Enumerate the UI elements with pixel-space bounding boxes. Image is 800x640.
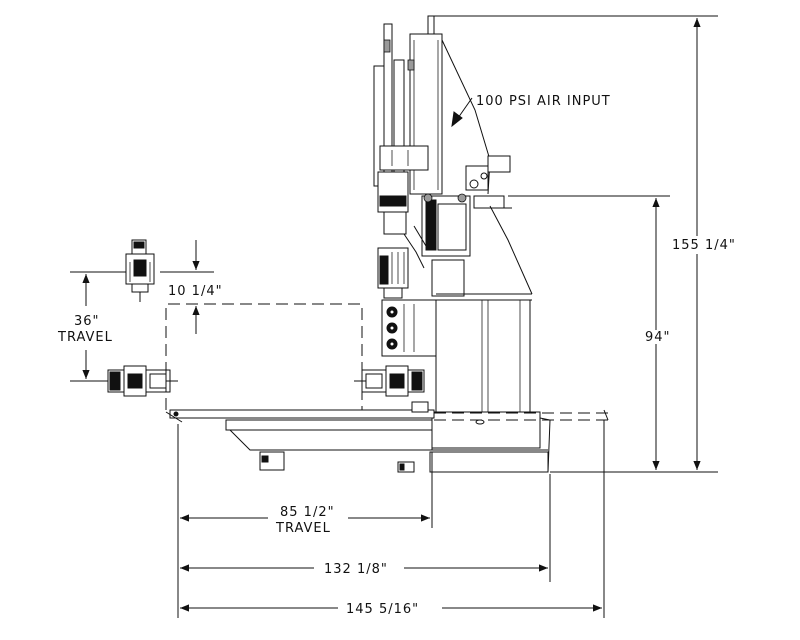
dimension-table-height <box>508 195 670 470</box>
horizontal-travel-word-label: TRAVEL <box>275 521 331 536</box>
machine-bed <box>165 401 610 473</box>
table-height-label: 94" <box>645 330 671 345</box>
overall-height-label: 155 1/4" <box>672 238 736 253</box>
dimension-horizontal-travel <box>177 424 433 618</box>
inner-width-label: 132 1/8" <box>324 562 388 577</box>
vertical-travel-value-label: 36" <box>74 314 100 329</box>
travel-envelope <box>165 303 363 410</box>
head-clearance-label: 10 1/4" <box>168 284 223 299</box>
dimension-overall-width <box>180 420 605 618</box>
head-upper-position <box>125 239 155 302</box>
machine-column <box>373 15 551 473</box>
air-input-label: 100 PSI AIR INPUT <box>476 94 611 109</box>
dimension-vertical-travel <box>70 271 126 382</box>
horizontal-travel-value-label: 85 1/2" <box>280 505 335 520</box>
head-left-position <box>107 365 178 397</box>
dimension-overall-height <box>434 15 744 473</box>
overall-width-label: 145 5/16" <box>346 602 419 617</box>
vertical-travel-word-label: TRAVEL <box>57 330 113 345</box>
head-right-position <box>354 365 425 397</box>
dimension-head-clearance <box>160 240 214 334</box>
dimension-inner-width <box>180 474 551 582</box>
